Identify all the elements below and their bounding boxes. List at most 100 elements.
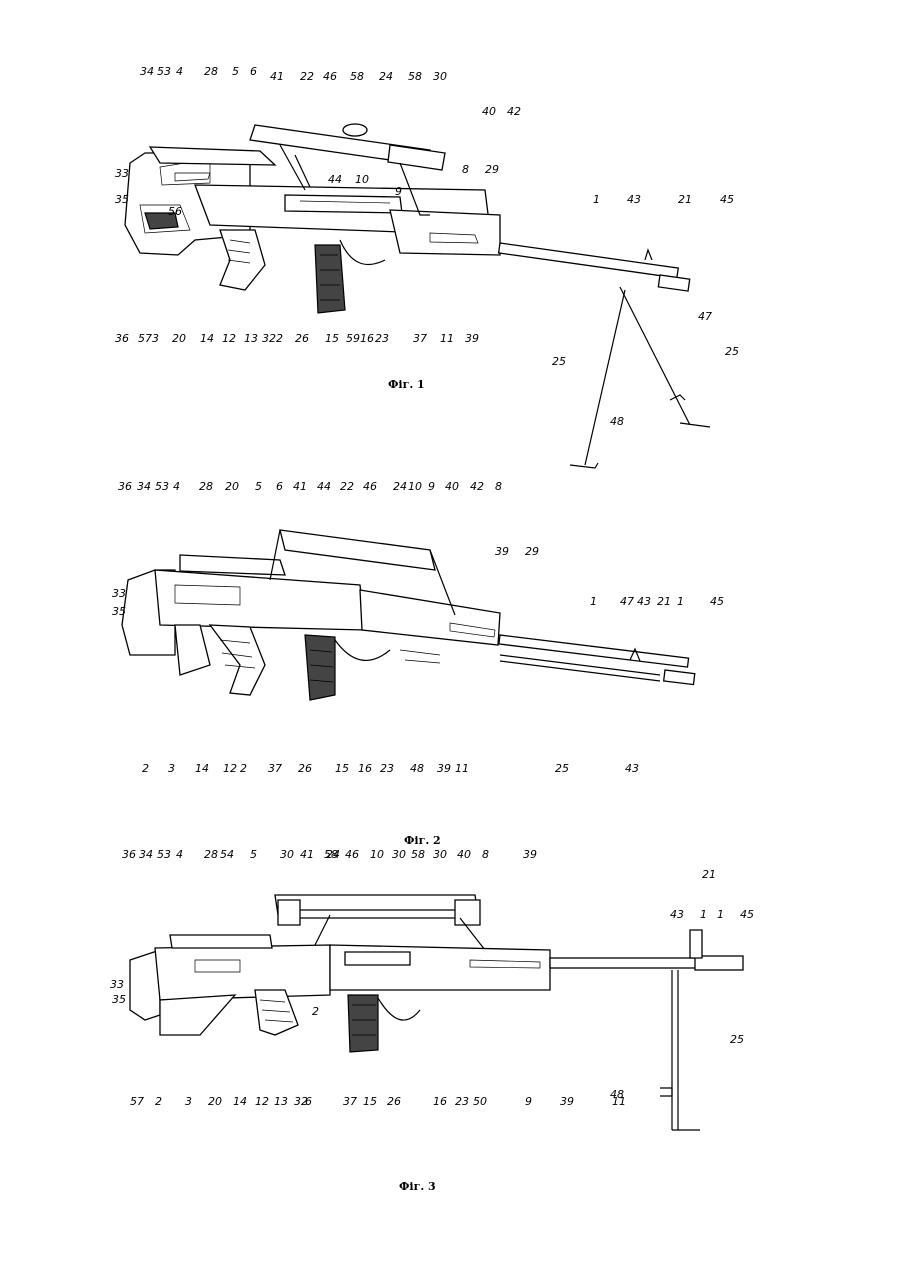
callout-label: 3 xyxy=(168,762,175,775)
callout-label: 24 xyxy=(326,848,340,861)
callout-label: 14 xyxy=(195,762,209,775)
callout-label: 58 xyxy=(350,70,364,83)
callout-label: 40 xyxy=(445,480,459,493)
callout-label: 43 xyxy=(625,762,639,775)
callout-label: 44 xyxy=(317,480,331,493)
callout-label: 48 xyxy=(410,762,424,775)
callout-label: 9 xyxy=(395,185,402,198)
figure-3-drawing: 3634534285453041584610305830408392114314… xyxy=(100,840,760,1180)
callout-label: 39 xyxy=(495,545,509,558)
callout-label: 39 xyxy=(523,848,537,861)
callout-label: 30 xyxy=(392,848,406,861)
callout-label: 2 xyxy=(240,762,247,775)
callout-label: 2 xyxy=(276,332,283,345)
callout-label: 1 xyxy=(700,908,707,921)
callout-label: 39 xyxy=(437,762,451,775)
callout-label: 58 xyxy=(411,848,425,861)
callout-label: 1 xyxy=(593,193,600,206)
callout-label: 28 xyxy=(204,848,218,861)
callout-label: 30 xyxy=(280,848,294,861)
callout-label: 13 xyxy=(274,1095,288,1108)
callout-label: 48 xyxy=(610,1088,624,1101)
callout-label: 3 xyxy=(152,332,159,345)
callout-label: 28 xyxy=(204,65,218,78)
callout-label: 45 xyxy=(710,595,724,608)
callout-label: 57 xyxy=(130,1095,144,1108)
callout-label: 20 xyxy=(208,1095,222,1108)
callout-label: 4 xyxy=(173,480,180,493)
callout-label: 23 xyxy=(375,332,389,345)
callout-label: 33 xyxy=(115,167,129,180)
callout-label: 35 xyxy=(115,193,129,206)
callout-label: 22 xyxy=(300,70,314,83)
callout-label: 12 xyxy=(255,1095,269,1108)
callout-label: 42 xyxy=(507,105,521,118)
callout-label: 54 xyxy=(220,848,234,861)
callout-label: 16 xyxy=(433,1095,447,1108)
callout-label: 15 xyxy=(363,1095,377,1108)
callout-label: 26 xyxy=(295,332,309,345)
figure-3-caption: Фіг. 3 xyxy=(399,1180,436,1193)
callout-label: 15 xyxy=(325,332,339,345)
callout-label: 53 xyxy=(157,65,171,78)
callout-label: 4 xyxy=(176,848,183,861)
callout-label: 5 xyxy=(250,848,257,861)
callout-label: 1 xyxy=(677,595,684,608)
callout-label: 23 xyxy=(380,762,394,775)
callout-label: 10 xyxy=(355,173,369,186)
callout-label: 56 xyxy=(168,205,182,218)
callout-label: 1 xyxy=(717,908,724,921)
callout-label: 25 xyxy=(552,355,566,368)
callout-label: 59 xyxy=(346,332,360,345)
callout-label: 46 xyxy=(323,70,337,83)
callout-label: 6 xyxy=(305,1095,312,1108)
callout-label: 36 xyxy=(115,332,129,345)
callout-label: 43 xyxy=(637,595,651,608)
callout-label: 35 xyxy=(112,993,126,1006)
callout-label: 2 xyxy=(142,762,149,775)
figure-1-caption: Фіг. 1 xyxy=(388,378,425,391)
callout-label: 10 xyxy=(370,848,384,861)
callout-label: 48 xyxy=(610,415,624,428)
callout-label: 1 xyxy=(590,595,597,608)
callout-label: 35 xyxy=(112,605,126,618)
callout-label: 2 xyxy=(155,1095,162,1108)
callout-label: 41 xyxy=(293,480,307,493)
callout-label: 26 xyxy=(298,762,312,775)
callout-label: 26 xyxy=(387,1095,401,1108)
callout-label: 30 xyxy=(433,70,447,83)
rifle-body-fig2 xyxy=(122,530,695,700)
callout-label: 45 xyxy=(720,193,734,206)
callout-label: 20 xyxy=(225,480,239,493)
callout-label: 42 xyxy=(470,480,484,493)
callout-label: 34 xyxy=(137,480,151,493)
callout-label: 8 xyxy=(482,848,489,861)
callout-label: 47 xyxy=(698,310,712,323)
callout-label: 34 xyxy=(139,848,153,861)
callout-label: 43 xyxy=(627,193,641,206)
callout-label: 25 xyxy=(730,1033,744,1046)
callout-label: 10 xyxy=(408,480,422,493)
figure-1-drawing: 3453428564122465824583040423344109829143… xyxy=(100,55,760,485)
callout-label: 53 xyxy=(155,480,169,493)
callout-label: 12 xyxy=(222,332,236,345)
callout-label: 20 xyxy=(172,332,186,345)
callout-label: 4 xyxy=(176,65,183,78)
callout-label: 21 xyxy=(657,595,671,608)
callout-label: 8 xyxy=(495,480,502,493)
callout-label: 6 xyxy=(250,65,257,78)
callout-label: 25 xyxy=(555,762,569,775)
callout-label: 24 xyxy=(393,480,407,493)
callout-label: 36 xyxy=(122,848,136,861)
callout-label: 41 xyxy=(270,70,284,83)
callout-label: 11 xyxy=(440,332,454,345)
callout-label: 53 xyxy=(157,848,171,861)
callout-label: 8 xyxy=(462,163,469,176)
callout-label: 2 xyxy=(312,1005,319,1018)
figure-2-drawing: 3634534282056414422462410940428392914743… xyxy=(100,475,760,815)
callout-label: 29 xyxy=(485,163,499,176)
callout-label: 14 xyxy=(200,332,214,345)
callout-label: 3 xyxy=(185,1095,192,1108)
callout-label: 13 xyxy=(244,332,258,345)
callout-label: 34 xyxy=(140,65,154,78)
